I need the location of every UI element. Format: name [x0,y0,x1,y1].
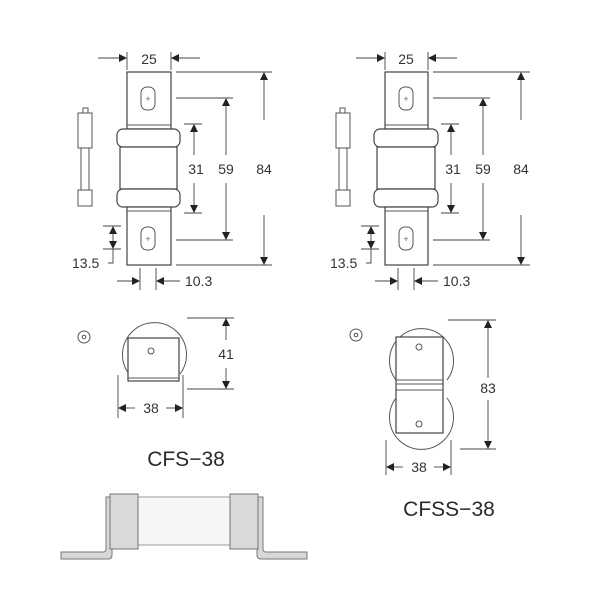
cfss-offset-13-5-label: 13.5 [330,255,357,271]
cfs-hole-10-3-label: 10.3 [185,273,212,289]
cfs-hole-spacing-59-label: 59 [218,161,234,177]
cfss-model-title: CFSS−38 [403,498,495,521]
plus-icon: + [145,234,150,244]
cfss-end-terminal [395,336,444,434]
cfss-end-view: 83 38 CFSS−38 [349,319,496,521]
plus-icon: + [403,234,408,244]
cfs-fuse-body [119,146,178,190]
cfss-width-38-label: 38 [411,459,427,475]
cfss-fuse-body [376,146,436,190]
cfs-side-profile [77,107,93,207]
cfs-model-title: CFS−38 [147,448,225,471]
cfs-top-terminal [126,71,172,130]
plus-icon: + [145,94,150,104]
cfs-height-41-label: 41 [218,346,234,362]
cfs-offset-13-5-label: 13.5 [72,255,99,271]
cfss-body-31-label: 31 [445,161,461,177]
cfs-top-slot [140,86,156,111]
hole-symbol-icon [77,330,91,344]
cfss-side-profile [339,107,346,114]
fuse-profile-illustration [60,493,308,560]
cfs-bottom-terminal [126,206,172,266]
cfs-end-terminal [127,337,180,382]
cfss-side-view: + + 25 84 59 31 [330,51,530,290]
cfs-body-31-label: 31 [188,161,204,177]
cfss-height-83-label: 83 [480,380,496,396]
plus-icon: + [403,94,408,104]
cfs-bottom-slot [140,226,156,251]
cfs-side-view: + + 25 84 59 31 [72,51,272,290]
cfss-hole-10-3-label: 10.3 [443,273,470,289]
cfs-width-38-label: 38 [143,400,159,416]
cfss-top-terminal [384,71,429,130]
fuse-ceramic-body [136,496,234,546]
cfss-length-84-label: 84 [513,161,529,177]
cfs-length-84-label: 84 [256,161,272,177]
cfs-width-25-label: 25 [141,51,157,67]
cfss-hole-spacing-59-label: 59 [475,161,491,177]
hole-symbol-icon [349,328,363,342]
cfss-bottom-terminal [384,206,429,266]
cfs-end-view: 41 38 CFS−38 [77,317,234,471]
cfss-width-25-label: 25 [398,51,414,67]
